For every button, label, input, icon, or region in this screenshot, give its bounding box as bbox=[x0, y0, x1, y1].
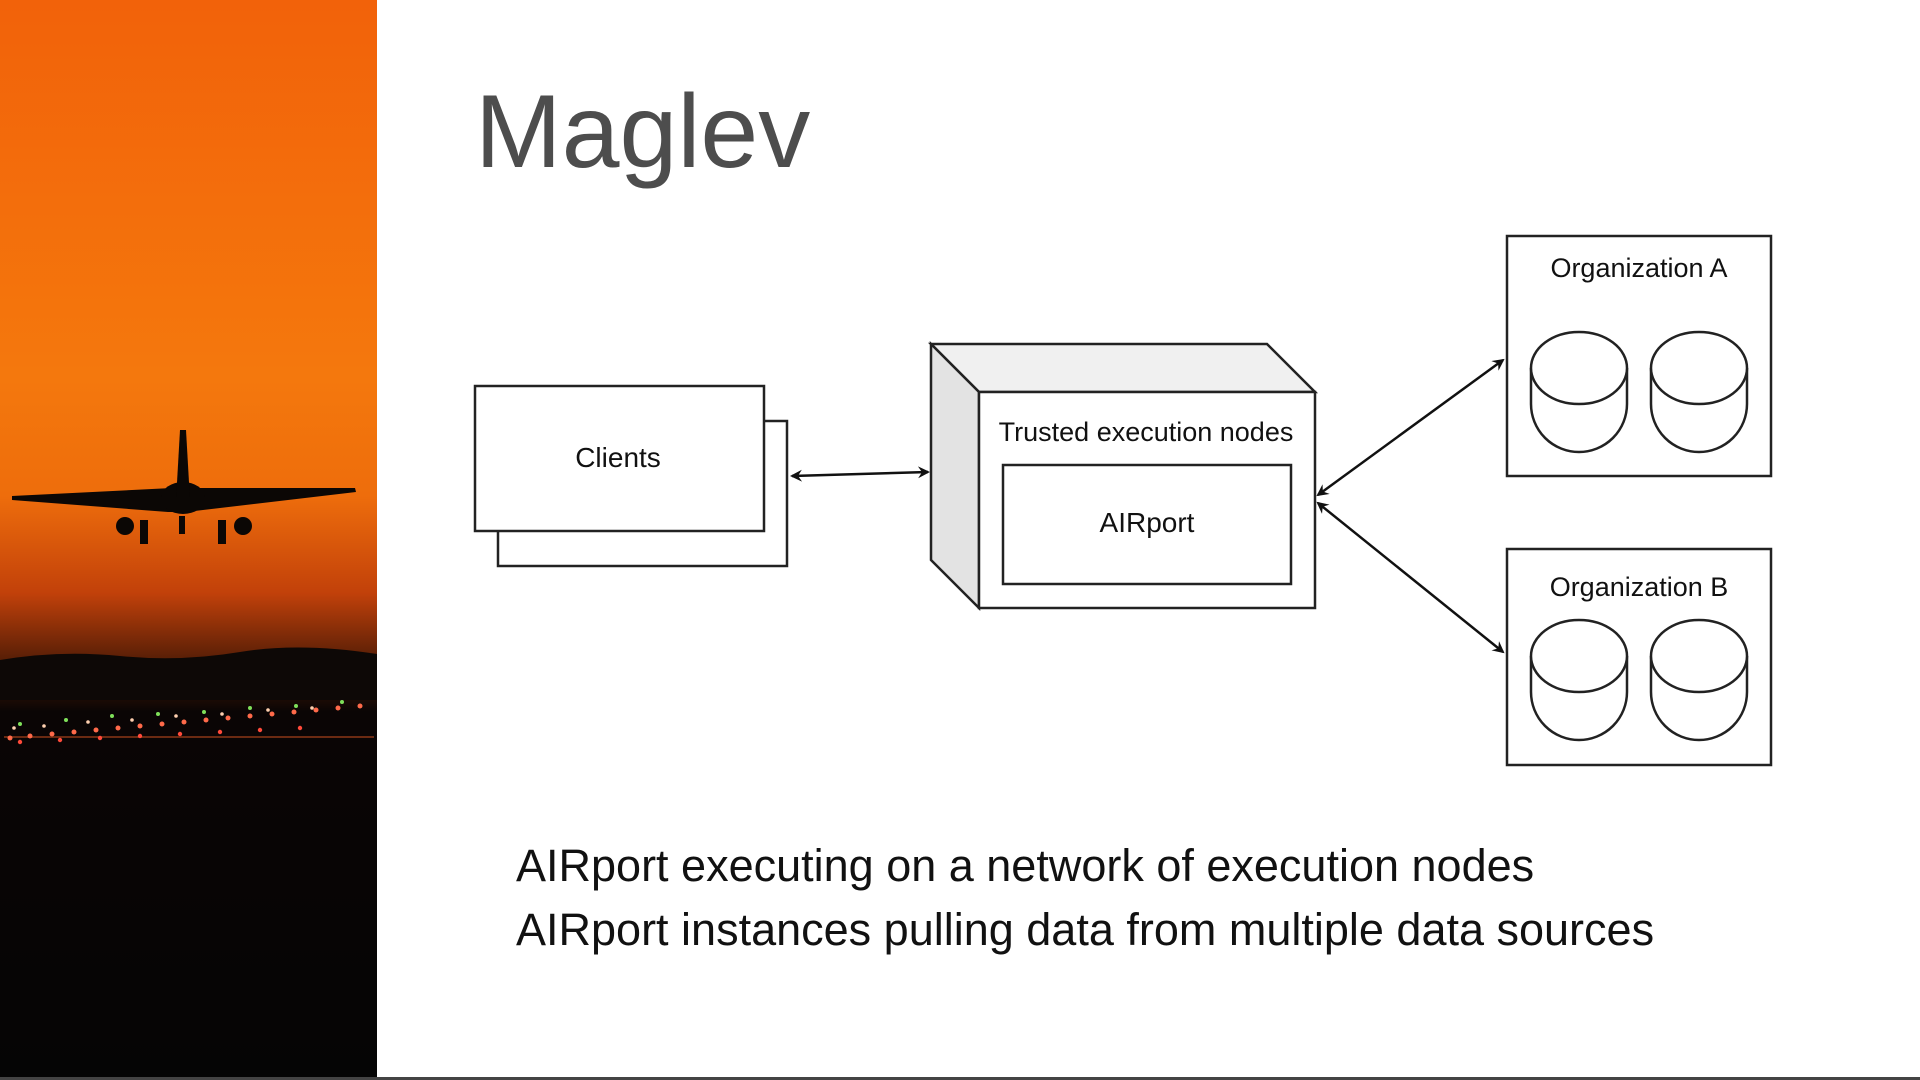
bullet-line: AIRport instances pulling data from mult… bbox=[516, 904, 1655, 955]
airport-box bbox=[1001, 463, 1293, 586]
arrow-clients-to-nodes bbox=[790, 466, 930, 482]
sky-background bbox=[0, 0, 377, 1078]
execution-nodes-label: Trusted execution nodes bbox=[999, 417, 1294, 447]
treeline bbox=[0, 647, 377, 700]
slide-title: Maglev bbox=[475, 74, 811, 190]
organization-b-label: Organization B bbox=[1550, 572, 1729, 602]
organization-a-box: Organization A bbox=[1505, 234, 1773, 478]
side-photo-airplane-sunset bbox=[0, 0, 377, 1078]
database-cylinder-icon bbox=[1529, 330, 1629, 454]
slide-bullets: AIRport executing on a network of execut… bbox=[516, 834, 1816, 962]
runway-lights bbox=[4, 700, 374, 745]
arrow-nodes-to-org-a bbox=[1316, 358, 1505, 497]
clients-box: Clients bbox=[473, 384, 789, 568]
database-cylinder-icon bbox=[1529, 618, 1629, 742]
execution-nodes-side-face bbox=[929, 340, 981, 612]
arrow-nodes-to-org-b bbox=[1316, 501, 1505, 654]
database-cylinder-icon bbox=[1649, 330, 1749, 454]
airplane-icon bbox=[12, 430, 356, 544]
airport-label: AIRport bbox=[1100, 507, 1195, 538]
organization-a-label: Organization A bbox=[1550, 253, 1727, 283]
database-cylinder-icon bbox=[1649, 618, 1749, 742]
clients-card-front bbox=[473, 384, 766, 533]
execution-nodes-box: Trusted execution nodes AIRport bbox=[927, 340, 1319, 612]
bullet-line: AIRport executing on a network of execut… bbox=[516, 840, 1535, 891]
bottom-border bbox=[0, 1077, 1920, 1080]
clients-label: Clients bbox=[575, 442, 661, 473]
execution-nodes-top-face bbox=[927, 342, 1319, 394]
organization-b-box: Organization B bbox=[1505, 547, 1773, 767]
